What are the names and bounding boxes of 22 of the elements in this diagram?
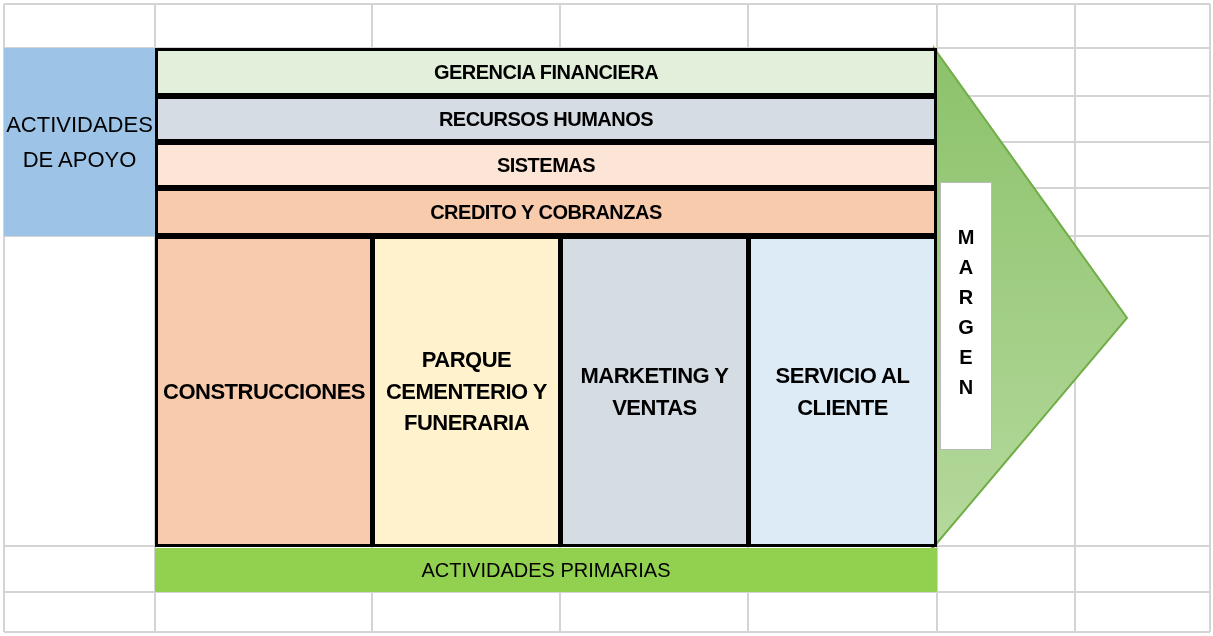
activity-label: SISTEMAS xyxy=(496,152,596,178)
activity-bar xyxy=(155,48,937,96)
margin-label-box xyxy=(940,182,992,450)
activity-label: CREDITO Y COBRANZAS xyxy=(430,199,662,225)
activity-label: ACTIVIDADES DE APOYO xyxy=(5,110,154,174)
primary-activity-box xyxy=(155,236,373,547)
activity-bar xyxy=(155,188,937,236)
support-activities-box xyxy=(4,48,155,236)
primary-activity-box xyxy=(560,236,749,547)
activity-label: PARQUE CEMENTERIO Y FUNERARIA xyxy=(384,345,549,438)
margin-label: MARGEN xyxy=(956,226,976,406)
primary-activity-box xyxy=(372,236,561,547)
activity-label: SERVICIO AL CLIENTE xyxy=(774,361,911,422)
activity-label: RECURSOS HUMANOS xyxy=(438,106,654,132)
activity-label: CONSTRUCCIONES xyxy=(163,377,365,406)
primary-activity-box xyxy=(748,236,937,547)
activity-label: ACTIVIDADES PRIMARIAS xyxy=(421,557,671,583)
activity-bar xyxy=(155,96,937,142)
activity-label: MARKETING Y VENTAS xyxy=(579,361,730,422)
activity-label: GERENCIA FINANCIERA xyxy=(433,59,659,85)
activity-bar xyxy=(155,142,937,188)
primary-activities-bar xyxy=(155,548,937,592)
